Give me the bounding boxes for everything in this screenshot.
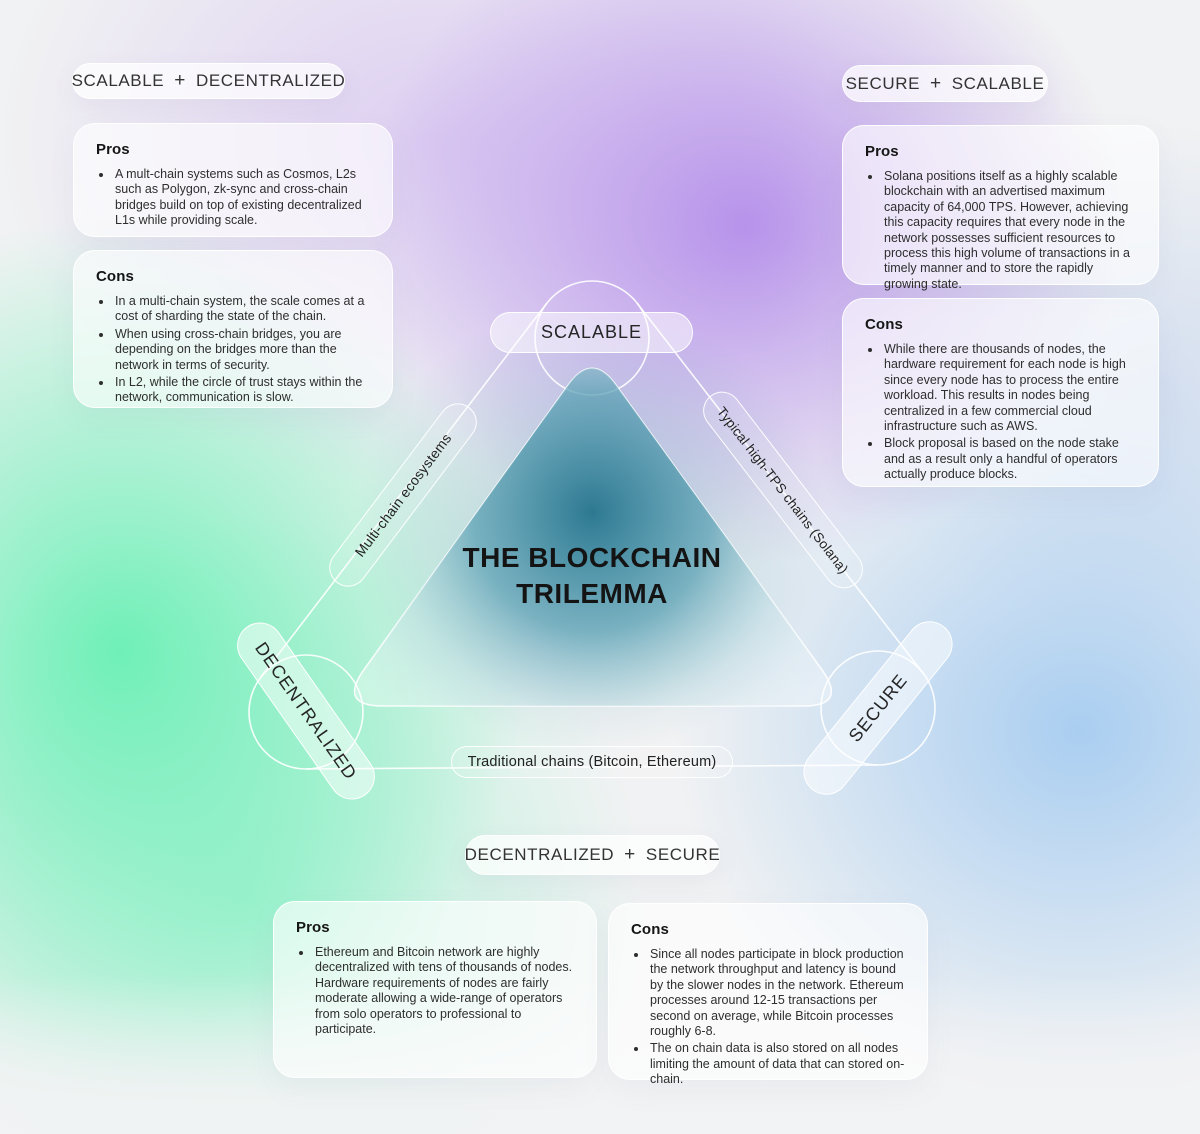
card-scalable-decentralized-cons: Cons In a multi-chain system, the scale …: [73, 250, 393, 408]
vertex-pill-secure: SECURE: [794, 611, 962, 805]
section-pill-decentralized-secure: DECENTRALIZED + SECURE: [465, 835, 720, 875]
section-pill-text: SECURE: [845, 73, 921, 93]
cons-heading: Cons: [96, 268, 134, 285]
cons-list: While there are thousands of nodes, the …: [865, 342, 1136, 482]
vertex-pill-decentralized: DECENTRALIZED: [228, 613, 384, 809]
list-item: Since all nodes participate in block pro…: [648, 947, 905, 1039]
plus-sign: +: [174, 70, 186, 91]
plus-sign: +: [624, 844, 636, 865]
card-secure-scalable-cons: Cons While there are thousands of nodes,…: [842, 298, 1159, 487]
cons-list: In a multi-chain system, the scale comes…: [96, 294, 370, 406]
cons-list: Since all nodes participate in block pro…: [631, 947, 905, 1087]
section-pill-text: SCALABLE: [71, 71, 165, 90]
diagram-title: THE BLOCKCHAIN TRILEMMA: [372, 540, 812, 611]
section-pill-text: DECENTRALIZED: [464, 845, 615, 864]
section-pill-scalable-decentralized: SCALABLE + DECENTRALIZED: [72, 63, 345, 99]
cons-heading: Cons: [865, 316, 903, 333]
pros-list: A mult-chain systems such as Cosmos, L2s…: [96, 167, 370, 229]
section-pill-text: SECURE: [645, 845, 721, 864]
pros-heading: Pros: [96, 141, 130, 158]
edge-label-bottom: Traditional chains (Bitcoin, Ethereum): [451, 746, 733, 778]
pros-list: Solana positions itself as a highly scal…: [865, 169, 1136, 292]
diagram-title-line2: TRILEMMA: [516, 577, 668, 609]
list-item: Solana positions itself as a highly scal…: [882, 169, 1136, 292]
vertex-label-scalable: SCALABLE: [540, 322, 643, 342]
list-item: The on chain data is also stored on all …: [648, 1041, 905, 1087]
pros-heading: Pros: [865, 143, 899, 160]
cons-heading: Cons: [631, 921, 669, 938]
vertex-label-secure: SECURE: [844, 669, 911, 746]
list-item: Block proposal is based on the node stak…: [882, 436, 1136, 482]
diagram-title-line1: THE BLOCKCHAIN: [462, 542, 722, 573]
list-item: While there are thousands of nodes, the …: [882, 342, 1136, 434]
list-item: In L2, while the circle of trust stays w…: [113, 375, 370, 406]
pros-heading: Pros: [296, 919, 330, 936]
pros-list: Ethereum and Bitcoin network are highly …: [296, 945, 574, 1037]
edge-label-bottom-text: Traditional chains (Bitcoin, Ethereum): [467, 754, 717, 770]
vertex-label-decentralized: DECENTRALIZED: [251, 638, 362, 784]
plus-sign: +: [930, 72, 942, 94]
card-scalable-decentralized-pros: Pros A mult-chain systems such as Cosmos…: [73, 123, 393, 237]
list-item: A mult-chain systems such as Cosmos, L2s…: [113, 167, 370, 229]
card-decentralized-secure-pros: Pros Ethereum and Bitcoin network are hi…: [273, 901, 597, 1078]
vertex-pill-scalable: SCALABLE: [490, 312, 693, 353]
section-pill-secure-scalable: SECURE + SCALABLE: [842, 65, 1048, 102]
section-pill-text: DECENTRALIZED: [195, 71, 346, 90]
list-item: In a multi-chain system, the scale comes…: [113, 294, 370, 325]
inner-glass-triangle: [353, 367, 833, 707]
card-decentralized-secure-cons: Cons Since all nodes participate in bloc…: [608, 903, 928, 1086]
list-item: When using cross-chain bridges, you are …: [113, 327, 370, 373]
list-item: Ethereum and Bitcoin network are highly …: [313, 945, 574, 1037]
section-pill-text: SCALABLE: [951, 73, 1045, 93]
card-secure-scalable-pros: Pros Solana positions itself as a highly…: [842, 125, 1159, 291]
